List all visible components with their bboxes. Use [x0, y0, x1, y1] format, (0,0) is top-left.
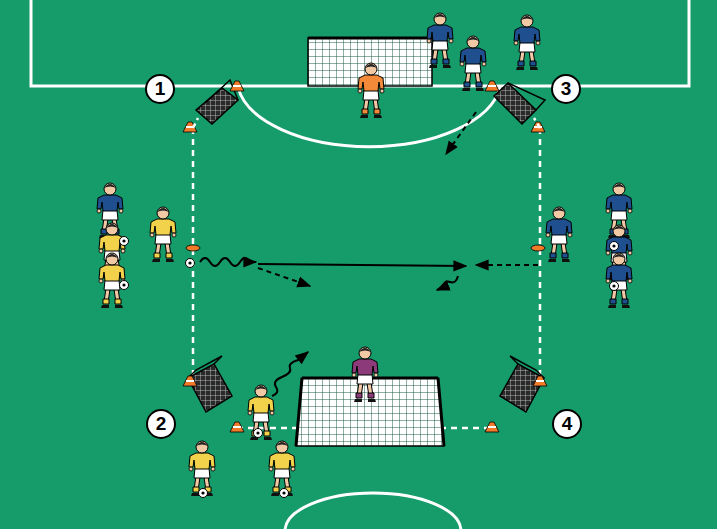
- blue-player: [97, 13, 632, 308]
- pitch-markings: [31, 0, 689, 529]
- yellow-player: [99, 207, 295, 496]
- callout-number: 3: [552, 75, 580, 103]
- small-goal: [196, 80, 238, 124]
- callout-number: 4: [553, 410, 581, 438]
- area-boundary: [193, 118, 540, 128]
- callout-number: 2: [147, 410, 175, 438]
- goalkeeper: [352, 63, 384, 402]
- small-goal: [494, 83, 545, 124]
- callout-circle: [146, 75, 581, 438]
- cone: [183, 81, 547, 432]
- callout-number: 1: [146, 75, 174, 103]
- ball: [120, 237, 619, 498]
- area-boundary: [193, 128, 540, 428]
